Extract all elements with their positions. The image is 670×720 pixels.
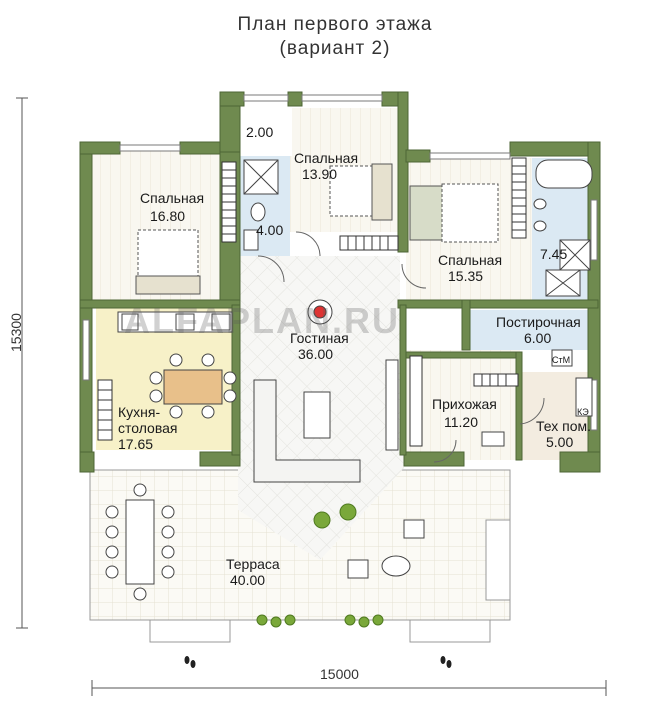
room-area-bathroom-1: 4.00	[256, 222, 284, 238]
room-name-kitchen-line1: Кухня-	[118, 404, 161, 420]
terrace-openings	[149, 619, 491, 643]
plan-subtitle: (вариант 2)	[279, 38, 391, 59]
room-area-living: 36.00	[298, 346, 334, 362]
footprints	[184, 656, 452, 668]
dimension-lines	[16, 97, 607, 696]
door-swings	[257, 231, 545, 463]
room-area-laundry: 6.00	[524, 330, 552, 346]
room-name-tech: Тех пом.	[536, 418, 592, 434]
room-area-terrace: 40.00	[230, 572, 266, 588]
room-area-bathroom-2: 7.45	[540, 246, 568, 262]
living-room-fixtures	[253, 299, 399, 483]
closet-floor	[240, 108, 292, 156]
room-name-terrace: Терраса	[226, 556, 280, 572]
room-name-laundry: Постирочная	[496, 314, 581, 330]
room-area-closet: 2.00	[246, 124, 274, 140]
room-name-living: Гостиная	[290, 330, 349, 346]
room-area-bedroom-1: 16.80	[150, 208, 186, 224]
room-name-bedroom-1: Спальная	[140, 190, 205, 206]
room-area-bedroom-3: 15.35	[448, 268, 484, 284]
room-area-tech: 5.00	[546, 434, 574, 450]
room-name-bedroom-2: Спальная	[294, 150, 359, 166]
washer-label: СтМ	[552, 355, 571, 365]
plan-title: План первого этажа	[237, 14, 433, 35]
bed-3	[409, 183, 499, 243]
terrace-furniture	[105, 483, 425, 601]
room-name-bedroom-3: Спальная	[438, 252, 503, 268]
plants	[256, 503, 384, 628]
room-name-kitchen-line2: столовая	[118, 420, 178, 436]
radiator-fins	[98, 165, 526, 431]
laundry-floor	[470, 310, 598, 350]
room-area-bedroom-2: 13.90	[302, 166, 338, 182]
width-dimension-label: 15000	[320, 666, 359, 682]
bed-2	[329, 163, 393, 221]
laundry-tech-fixtures	[481, 349, 593, 447]
windows	[82, 94, 598, 431]
height-dimension-label: 15300	[8, 313, 24, 352]
room-area-hall: 11.20	[444, 414, 478, 430]
boiler-label: КЭ	[577, 407, 589, 417]
room-name-hall: Прихожая	[432, 396, 497, 412]
room-area-kitchen: 17.65	[118, 436, 154, 452]
bed-1	[135, 229, 201, 295]
kitchen-fixtures	[117, 311, 237, 419]
watermark: ALFAPLAN.RU	[124, 300, 400, 341]
bathroom-fixtures	[243, 159, 593, 297]
